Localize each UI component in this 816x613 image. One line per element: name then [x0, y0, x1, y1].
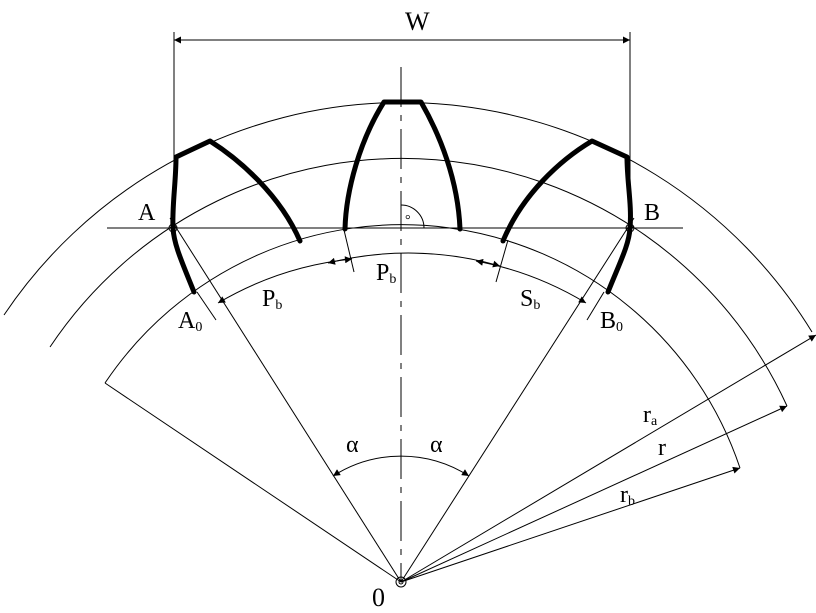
label-b: B	[644, 200, 660, 226]
sb-tick	[495, 239, 509, 283]
center-tooth	[342, 99, 463, 232]
label-pb-left: Pb	[262, 286, 282, 313]
radial-line-left-edge	[104, 382, 402, 583]
origin-marker-inner	[398, 579, 404, 585]
label-r: r	[658, 435, 666, 461]
label-b0: B0	[600, 308, 623, 335]
right-angle-arc	[400, 204, 425, 229]
pb-left-arc	[217, 256, 353, 304]
label-alpha-right: α	[430, 432, 443, 458]
label-ra: ra	[643, 402, 658, 429]
label-right-angle: °	[405, 213, 411, 228]
radial-line-a	[169, 217, 402, 583]
a0-tick	[196, 291, 217, 321]
radius-ra	[400, 334, 816, 583]
label-a0: A0	[178, 308, 202, 335]
left-tooth	[170, 138, 303, 295]
sb-arc	[475, 258, 587, 304]
base-circle	[104, 224, 741, 469]
pb-center-arc	[327, 252, 501, 268]
label-sb: Sb	[520, 286, 540, 313]
point-a-marker	[168, 223, 178, 233]
label-origin: 0	[372, 583, 385, 612]
origin-marker	[395, 576, 407, 588]
pitch-circle	[49, 158, 788, 407]
label-rb: rb	[620, 482, 635, 509]
b0-tick	[586, 291, 605, 321]
radius-rb	[400, 466, 741, 583]
label-a: A	[138, 200, 156, 226]
pb-left-tick	[343, 229, 355, 273]
radial-line-b	[400, 217, 635, 583]
label-pb-center: Pb	[376, 260, 396, 287]
right-tooth	[500, 138, 633, 295]
label-w: W	[405, 7, 430, 36]
radius-r	[400, 405, 788, 583]
point-b-marker	[625, 223, 635, 233]
label-alpha-left: α	[346, 432, 359, 458]
